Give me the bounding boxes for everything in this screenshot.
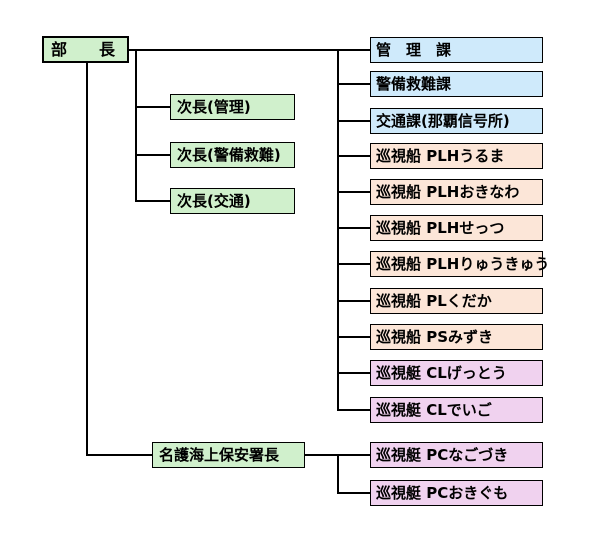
deputy-admin-box: 次長(管理) (170, 94, 295, 120)
connector-line (337, 120, 370, 122)
connector-line (337, 409, 370, 411)
unit-label: 警備救難課 (376, 74, 452, 93)
deputy-label: 次長(管理) (177, 97, 251, 116)
connector-line (337, 83, 370, 85)
connector-line (135, 154, 170, 156)
director-box: 部 長 (42, 36, 129, 63)
unit-label: 巡視艇 CLげっとう (376, 363, 507, 382)
connector-line (135, 200, 170, 202)
connector-line (129, 49, 371, 51)
nago-office-label: 名護海上保安署長 (159, 445, 280, 464)
unit-box: 巡視船 PSみずき (370, 324, 543, 350)
unit-label: 巡視船 PSみずき (376, 327, 494, 346)
deputy-label: 次長(警備救難) (177, 145, 281, 164)
connector-line (337, 300, 370, 302)
unit-box: 巡視船 PLくだか (370, 288, 543, 314)
unit-box: 巡視艇 PCなごづき (370, 442, 543, 468)
unit-label: 巡視船 PLくだか (376, 291, 492, 310)
unit-label: 巡視船 PLHうるま (376, 146, 505, 165)
connector-line (86, 454, 152, 456)
nago-office-box: 名護海上保安署長 (152, 442, 305, 468)
connector-line (135, 49, 137, 202)
deputy-guard-rescue-box: 次長(警備救難) (170, 142, 295, 168)
connector-line (337, 372, 370, 374)
unit-label: 交通課(那覇信号所) (376, 111, 510, 130)
connector-line (86, 63, 88, 455)
connector-line (337, 336, 370, 338)
deputy-traffic-box: 次長(交通) (170, 188, 295, 214)
unit-label: 巡視艇 PCなごづき (376, 445, 509, 464)
connector-line (337, 191, 370, 193)
unit-box: 巡視艇 CLげっとう (370, 360, 543, 386)
connector-line (337, 263, 370, 265)
unit-label: 巡視艇 PCおきぐも (376, 483, 509, 502)
connector-line (337, 49, 339, 410)
connector-line (337, 155, 370, 157)
unit-box: 巡視船 PLHおきなわ (370, 179, 543, 205)
unit-box: 巡視艇 CLでいご (370, 397, 543, 423)
unit-box: 交通課(那覇信号所) (370, 108, 543, 134)
unit-box: 巡視船 PLHせっつ (370, 215, 543, 241)
connector-line (135, 106, 170, 108)
unit-box: 巡視船 PLHりゅうきゅう (370, 251, 549, 277)
unit-box: 巡視船 PLHうるま (370, 143, 543, 169)
unit-label: 巡視船 PLHおきなわ (376, 182, 520, 201)
connector-line (337, 454, 339, 494)
unit-box: 巡視艇 PCおきぐも (370, 480, 543, 506)
unit-label: 巡視船 PLHりゅうきゅう (376, 254, 550, 273)
deputy-label: 次長(交通) (177, 191, 251, 210)
unit-label: 巡視船 PLHせっつ (376, 218, 505, 237)
unit-label: 管 理 課 (376, 40, 452, 59)
connector-line (337, 227, 370, 229)
unit-box: 管 理 課 (370, 37, 543, 63)
director-label: 部 長 (51, 39, 116, 59)
unit-box: 警備救難課 (370, 71, 543, 97)
unit-label: 巡視艇 CLでいご (376, 400, 492, 419)
connector-line (337, 492, 370, 494)
